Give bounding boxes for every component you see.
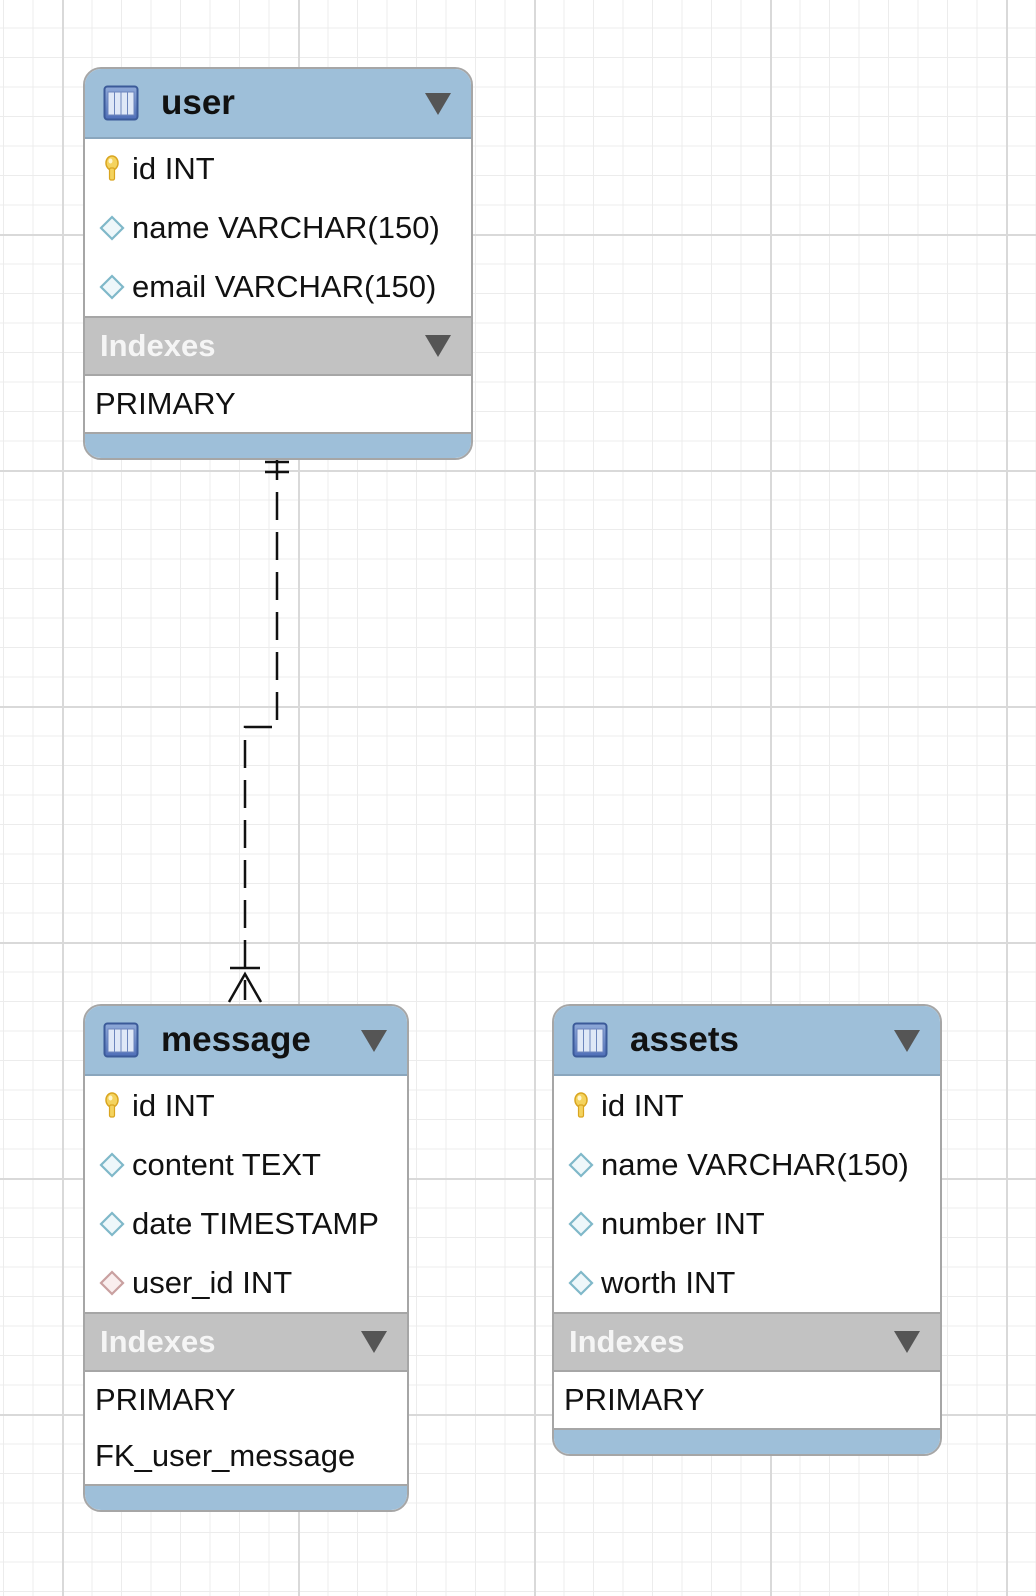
column-diamond-icon <box>566 1268 596 1298</box>
collapse-triangle-icon[interactable] <box>361 1331 387 1353</box>
collapse-triangle-icon[interactable] <box>361 1030 387 1052</box>
column-diamond-icon <box>97 1150 127 1180</box>
column-diamond-icon <box>566 1150 596 1180</box>
foreign-key-diamond-icon <box>97 1268 127 1298</box>
table-header[interactable]: message <box>85 1006 407 1076</box>
column-label: user_id INT <box>132 1264 293 1300</box>
column-row[interactable]: id INT <box>85 139 471 198</box>
column-label: email VARCHAR(150) <box>132 268 437 304</box>
column-label: name VARCHAR(150) <box>132 209 440 245</box>
column-diamond-icon <box>97 1209 127 1239</box>
column-row[interactable]: content TEXT <box>85 1135 407 1194</box>
column-row[interactable]: user_id INT <box>85 1253 407 1312</box>
table-name: assets <box>630 1020 739 1059</box>
column-row[interactable]: worth INT <box>554 1253 940 1312</box>
table-icon <box>103 1022 139 1058</box>
primary-key-icon <box>97 1091 127 1121</box>
primary-key-icon <box>566 1091 596 1121</box>
index-row[interactable]: FK_user_message <box>95 1438 356 1473</box>
primary-key-icon <box>97 154 127 184</box>
column-label: content TEXT <box>132 1146 321 1182</box>
table-name: user <box>161 83 235 122</box>
column-row[interactable]: id INT <box>554 1076 940 1135</box>
table-icon <box>103 85 139 121</box>
column-label: number INT <box>601 1205 765 1241</box>
table-header[interactable]: assets <box>554 1006 940 1076</box>
index-row[interactable]: PRIMARY <box>564 1382 705 1417</box>
indexes-header[interactable]: Indexes <box>85 316 471 376</box>
column-diamond-icon <box>566 1209 596 1239</box>
table-header[interactable]: user <box>85 69 471 139</box>
column-label: id INT <box>601 1087 684 1123</box>
table-name: message <box>161 1020 311 1059</box>
collapse-triangle-icon[interactable] <box>425 335 451 357</box>
column-row[interactable]: name VARCHAR(150) <box>85 198 471 257</box>
crows-foot-icon <box>227 971 263 1003</box>
collapse-triangle-icon[interactable] <box>894 1030 920 1052</box>
column-label: name VARCHAR(150) <box>601 1146 909 1182</box>
collapse-triangle-icon[interactable] <box>425 93 451 115</box>
index-row[interactable]: PRIMARY <box>95 386 236 421</box>
indexes-header[interactable]: Indexes <box>554 1312 940 1372</box>
table-assets[interactable]: assets id INT name VARCHAR(150) number I… <box>552 1004 942 1456</box>
column-label: id INT <box>132 150 215 186</box>
column-diamond-icon <box>97 213 127 243</box>
column-label: worth INT <box>601 1264 736 1300</box>
column-row[interactable]: email VARCHAR(150) <box>85 257 471 316</box>
column-diamond-icon <box>97 272 127 302</box>
table-icon <box>572 1022 608 1058</box>
indexes-label: Indexes <box>100 328 216 363</box>
column-label: id INT <box>132 1087 215 1123</box>
table-user[interactable]: user id INT name VARCHAR(150) email VARC… <box>83 67 473 460</box>
collapse-triangle-icon[interactable] <box>894 1331 920 1353</box>
column-row[interactable]: name VARCHAR(150) <box>554 1135 940 1194</box>
indexes-label: Indexes <box>100 1324 216 1359</box>
column-label: date TIMESTAMP <box>132 1205 379 1241</box>
table-footer <box>85 432 471 458</box>
table-message[interactable]: message id INT content TEXT date TIMESTA… <box>83 1004 409 1512</box>
column-row[interactable]: number INT <box>554 1194 940 1253</box>
table-footer <box>85 1484 407 1510</box>
table-footer <box>554 1428 940 1454</box>
index-row[interactable]: PRIMARY <box>95 1382 236 1417</box>
column-row[interactable]: id INT <box>85 1076 407 1135</box>
relationship-line <box>243 452 279 1000</box>
column-row[interactable]: date TIMESTAMP <box>85 1194 407 1253</box>
indexes-header[interactable]: Indexes <box>85 1312 407 1372</box>
indexes-label: Indexes <box>569 1324 685 1359</box>
